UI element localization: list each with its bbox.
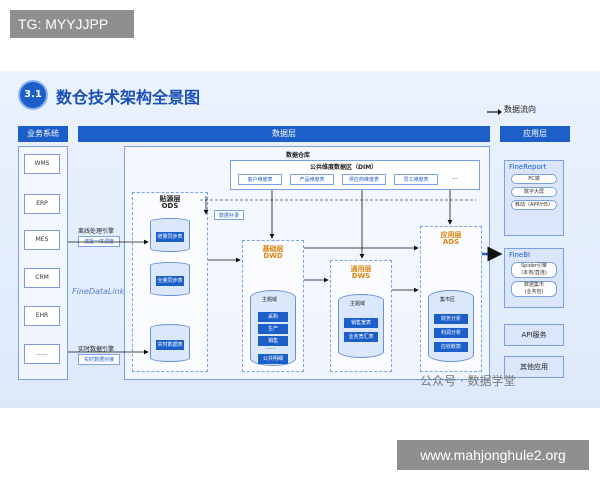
diagram-title: 数仓技术架构全景图 <box>56 88 201 107</box>
ods-cyl-full-label: 全量同步表 <box>156 276 184 286</box>
system-wms: WMS <box>24 154 60 174</box>
ods-cyl-realtime-label: 实时数据表 <box>156 340 184 350</box>
watermark-bottom: www.mahjonghule2.org <box>397 440 589 470</box>
finebi-box: FineBI Spider引擎 (本地/直连) 数据集市 (业务包) <box>504 248 564 308</box>
ads-item-profit: 利润分析 <box>434 328 468 338</box>
business-systems-panel <box>18 146 68 380</box>
dws-item-business-summary: 业务宽汇表 <box>344 332 378 342</box>
wechat-account-label: 公众号 · 数据学堂 <box>420 374 516 388</box>
app-datamart: 数据集市 (业务包) <box>511 281 557 297</box>
dws-item-sales-wide: 销售宽表 <box>344 318 378 328</box>
watermark-top: TG: MYYJJPP <box>10 10 134 38</box>
data-supplement-tag: 数据补录 <box>214 210 244 220</box>
ods-subtitle: ODS <box>161 202 179 210</box>
section-number-badge: 3.1 <box>18 80 48 110</box>
flow-legend-label: 数据流向 <box>504 105 536 114</box>
system-erp: ERP <box>24 194 60 214</box>
system-mes: MES <box>24 230 60 250</box>
dwd-title: 基础层 <box>262 245 284 253</box>
dws-title: 通用层 <box>350 265 372 273</box>
dwd-item-more: ...... <box>266 345 276 351</box>
app-pc: PC端 <box>511 174 557 184</box>
dwd-item-purchase: 采购 <box>258 312 288 322</box>
system-ehr: EHR <box>24 306 60 326</box>
app-spider: Spider引擎 (本地/直连) <box>511 262 557 278</box>
dim-item-customer: 客户维度表 <box>238 174 282 185</box>
ads-cyl-tag: 集市区 <box>440 297 456 303</box>
finereport-box: FineReport PC端 数字大屏 移动（APP/H5） <box>504 160 564 236</box>
dim-item-product: 产品维度表 <box>290 174 334 185</box>
realtime-engine-label: 实时数据引擎 <box>78 346 115 353</box>
other-apps-box: 其他应用 <box>504 356 564 378</box>
ods-title: 贴源层 <box>159 195 181 203</box>
realtime-engine-tag: 实时数据对接 <box>78 354 120 365</box>
dwd-subtitle: DWD <box>263 252 283 260</box>
finedatalink-logo: FineDataLink <box>72 287 125 296</box>
offline-engine-label: 离线处理引擎 <box>78 228 115 235</box>
app-bigscreen: 数字大屏 <box>511 187 557 197</box>
dim-item-employee: 员工维度表 <box>394 174 438 185</box>
flow-legend <box>486 102 502 121</box>
system-more: ...... <box>24 344 60 364</box>
dwd-item-sales: 销售 <box>258 336 288 346</box>
warehouse-title: 数据仓库 <box>286 152 311 159</box>
dws-cyl-tag: 主题域 <box>350 301 366 307</box>
header-data-layer: 数据层 <box>78 126 490 142</box>
dws-subtitle: DWS <box>351 272 371 280</box>
dim-item-supplier: 供应商维度表 <box>342 174 386 185</box>
ads-title: 应用层 <box>440 231 462 239</box>
dwd-cyl-tag: 主题域 <box>262 297 278 303</box>
header-business: 业务系统 <box>18 126 68 142</box>
ads-subtitle: ADS <box>442 238 460 246</box>
dwd-item-common: 公共明细 <box>258 354 288 364</box>
dwd-item-production: 生产 <box>258 324 288 334</box>
dim-item-more: ... <box>452 174 458 181</box>
arrow-right-icon <box>487 109 502 115</box>
finebi-title: FineBI <box>509 251 531 259</box>
system-crm: CRM <box>24 268 60 288</box>
api-service-box: API服务 <box>504 324 564 346</box>
ads-item-finance: 财务分析 <box>434 314 468 324</box>
header-application: 应用层 <box>500 126 570 142</box>
app-mobile: 移动（APP/H5） <box>511 200 557 210</box>
dim-title: 公共维度数据区（DIM） <box>310 164 378 171</box>
ods-cyl-incremental-label: 增量同步表 <box>156 232 184 242</box>
ads-item-receivables: 应收账款 <box>434 342 468 352</box>
finereport-title: FineReport <box>509 163 547 171</box>
